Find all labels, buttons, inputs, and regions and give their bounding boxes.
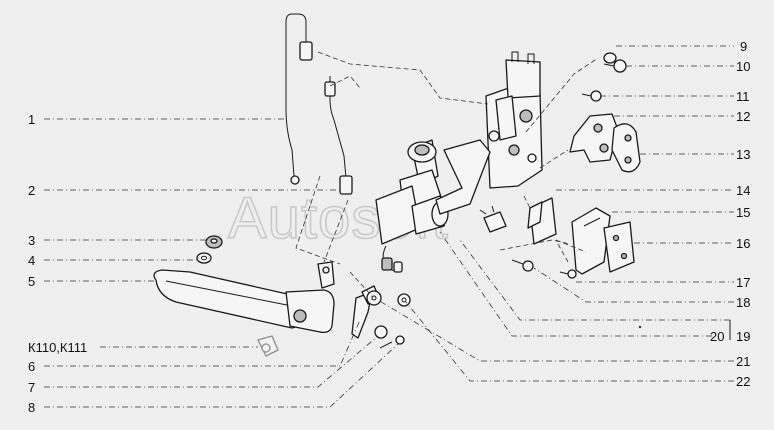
part-9-nut: [603, 52, 617, 64]
callout-12: 12: [736, 109, 750, 124]
callout-21: 21: [736, 354, 750, 369]
part-18-connector: [479, 205, 507, 233]
part-1-rod: [285, 13, 313, 185]
callout-15: 15: [736, 205, 750, 220]
callout-16: 16: [736, 236, 750, 251]
callout-14: 14: [736, 183, 750, 198]
variant-lock-cylinder: [257, 335, 279, 357]
callout-20: 20: [710, 329, 724, 344]
part-screw-18: [511, 259, 534, 272]
callout-4: 4: [28, 253, 35, 268]
part-17-screw: [559, 269, 577, 279]
callout-10: 10: [736, 59, 750, 74]
part-19-actuator: [375, 139, 449, 273]
part-13-plate: [611, 123, 641, 173]
variant-label: К110,К111: [28, 340, 87, 355]
part-5-door-handle: [153, 261, 335, 334]
callout-13: 13: [736, 147, 750, 162]
part-15-bracket: [571, 207, 611, 275]
callout-18: 18: [736, 295, 750, 310]
part-11-screw: [581, 90, 602, 102]
part-16-plate: [603, 221, 635, 273]
part-4-washer: [196, 252, 212, 264]
callout-8: 8: [28, 400, 35, 415]
callout-17: 17: [736, 275, 750, 290]
callout-11: 11: [736, 89, 750, 104]
callout-2: 2: [28, 183, 35, 198]
part-21-star-washer: [366, 290, 382, 306]
callout-labels: 1 2 3 4 5 К110,К111 6 7 8 9 10 11 12 13 …: [28, 39, 750, 415]
callout-22: 22: [736, 374, 750, 389]
callout-6: 6: [28, 359, 35, 374]
callout-9: 9: [740, 39, 747, 54]
part-8-screw: [379, 335, 405, 349]
callout-19: 19: [736, 329, 750, 344]
part-12-striker: [569, 113, 619, 163]
callout-1: 1: [28, 112, 35, 127]
part-22-washer: [397, 293, 411, 307]
part-14-bracket: [527, 197, 557, 245]
assembly-lines: [295, 51, 599, 300]
part-7-washer: [374, 325, 388, 339]
part-3-nut: [205, 235, 223, 249]
lock-mechanism: [435, 51, 543, 215]
callout-5: 5: [28, 274, 35, 289]
part-rod-inner: [324, 76, 353, 195]
callout-7: 7: [28, 380, 35, 395]
callout-3: 3: [28, 233, 35, 248]
leader-lines: [44, 45, 734, 408]
